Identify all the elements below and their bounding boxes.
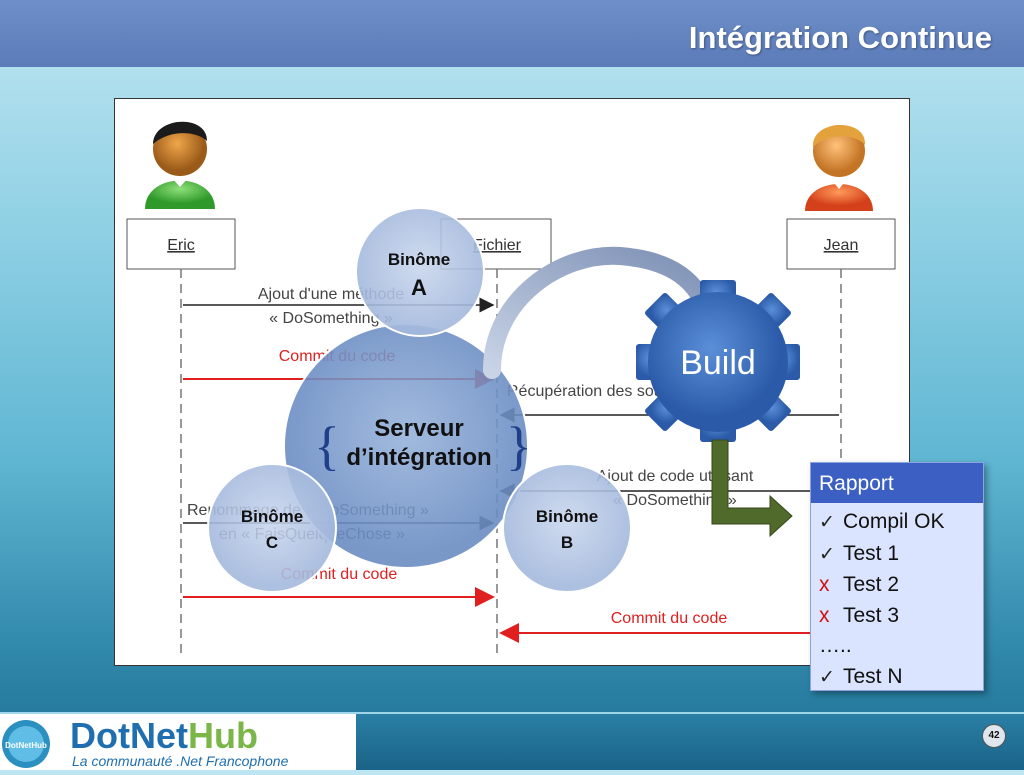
- message-7-label: Commit du code: [611, 610, 728, 627]
- sequence-diagram: Eric Fichier Jean Ajout d'une méthode « …: [126, 121, 896, 659]
- actor-box-eric: [126, 218, 236, 270]
- message-5-label-line2: en « FaisQuelqueChose »: [219, 526, 405, 543]
- actor-box-jean: [786, 218, 896, 270]
- message-5-label: Renommage de « DoSomething »: [187, 502, 429, 519]
- logo-tagline: La communauté .Net Francophone: [72, 753, 289, 769]
- report-item-label: Test 1: [843, 541, 900, 565]
- logo-wordmark-part2: Hub: [188, 715, 258, 756]
- report-item: …..: [819, 631, 983, 662]
- logo-wordmark: DotNetHub: [70, 715, 258, 756]
- page-number-badge: 42: [982, 724, 1006, 748]
- report-item: ✓ Compil OK: [819, 507, 983, 539]
- message-2-label: Commit du code: [279, 348, 396, 365]
- report-item: ✓ Test 1: [819, 539, 983, 571]
- actor-label-jean: Jean: [824, 237, 859, 254]
- message-4-label: Ajout de code utilisant: [597, 468, 754, 485]
- report-item-label: Compil OK: [843, 510, 945, 533]
- report-title: Rapport: [811, 463, 983, 503]
- message-4-label-line2: « DoSomething »: [613, 492, 737, 509]
- report-item: ✓ Test N: [819, 662, 983, 694]
- person-eric-icon: [145, 121, 215, 209]
- report-item-label: Test 3: [843, 603, 900, 627]
- dotnethub-badge-icon: DotNetHub: [2, 720, 50, 768]
- person-jean-icon: [805, 124, 873, 211]
- cross-icon: x: [819, 573, 830, 596]
- logo-wordmark-part1: DotNet: [70, 715, 188, 756]
- message-3-label: Récupération des sources: [507, 383, 693, 400]
- dotnethub-logo: DotNetHub DotNetHub La communauté .Net F…: [0, 712, 356, 770]
- report-item-label: …..: [819, 634, 852, 657]
- sequence-diagram-panel: Eric Fichier Jean Ajout d'une méthode « …: [114, 98, 910, 666]
- check-icon: ✓: [819, 543, 835, 565]
- slide-title: Intégration Continue: [688, 20, 992, 55]
- dotnethub-logo-graphic: DotNetHub DotNetHub La communauté .Net F…: [2, 715, 289, 769]
- check-icon: ✓: [819, 512, 835, 533]
- message-6-label: Commit du code: [281, 566, 398, 583]
- report-item: x Test 3: [819, 601, 983, 632]
- actor-label-fichier: Fichier: [473, 237, 522, 254]
- report-item: x Test 2: [819, 570, 983, 601]
- check-icon: ✓: [819, 666, 835, 688]
- report-item-label: Test 2: [843, 573, 900, 596]
- header-bar: [0, 0, 1024, 67]
- report-item-label: Test N: [843, 664, 903, 688]
- dotnethub-badge-text: DotNetHub: [5, 741, 47, 750]
- cross-icon: x: [819, 603, 830, 627]
- message-1-label: Ajout d'une méthode: [258, 286, 404, 303]
- actor-label-eric: Eric: [167, 237, 195, 254]
- message-1-label-line2: « DoSomething »: [269, 310, 393, 327]
